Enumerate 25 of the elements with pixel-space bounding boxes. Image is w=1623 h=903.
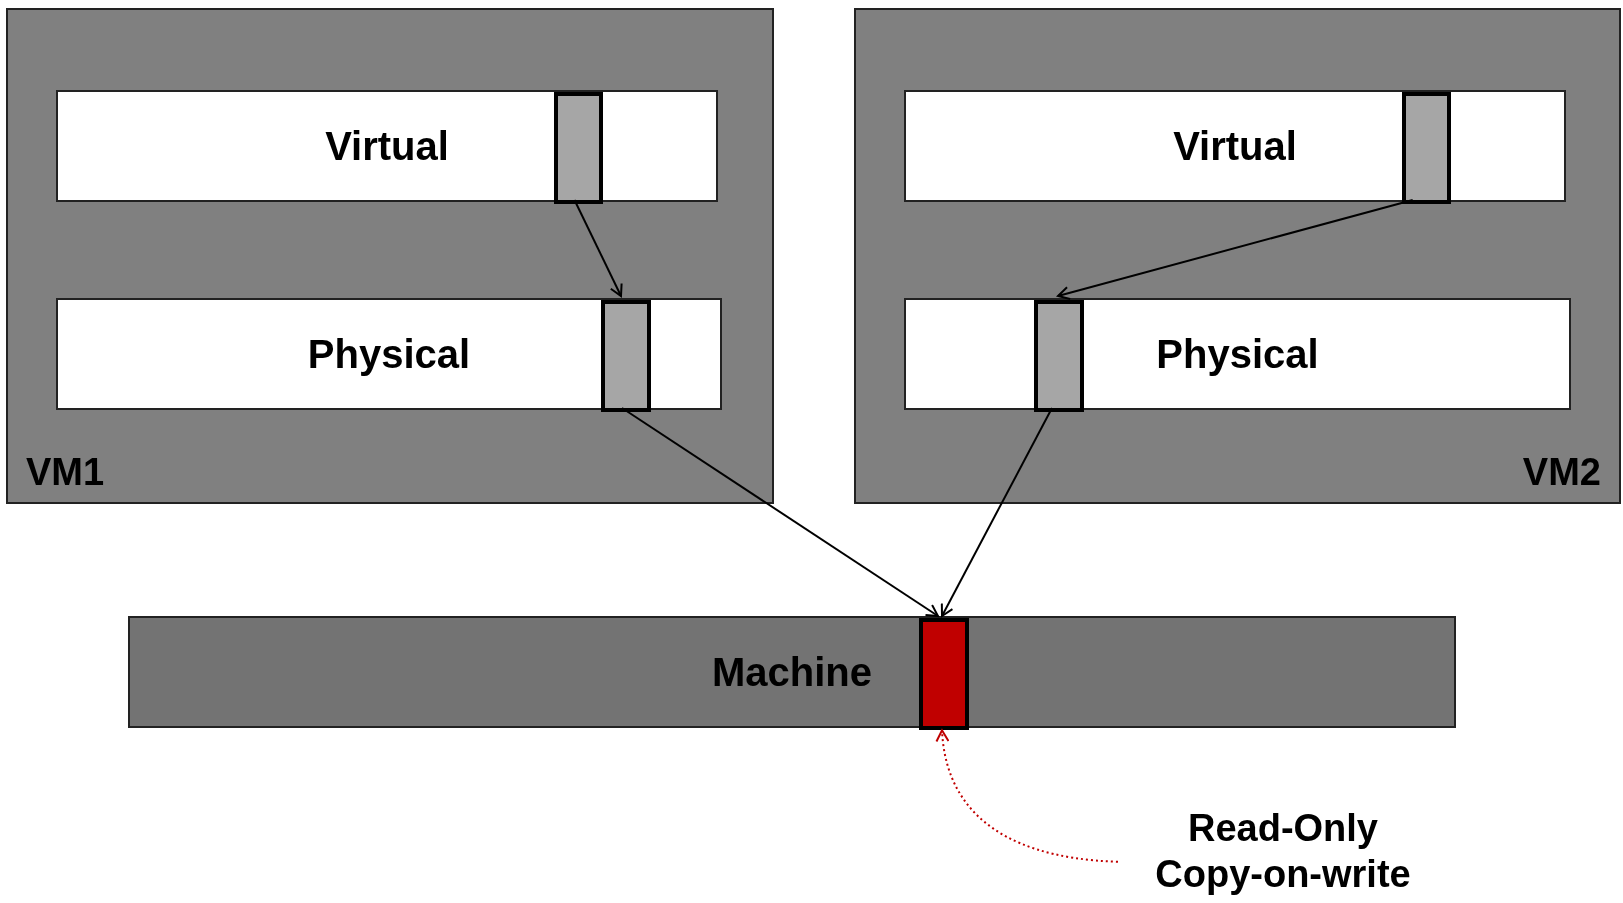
arrow [936,729,1119,863]
bar-label: Virtual [1173,123,1297,169]
page-block [1034,300,1084,412]
vm-label: VM2 [1522,451,1601,494]
bar-label: Physical [1156,331,1319,377]
bar-label: Physical [307,331,471,377]
memory-bar [904,298,1571,410]
bar-label: Virtual [325,123,449,169]
arrow [573,199,623,297]
vm-panel [6,8,774,504]
note-text: Read-Only Copy-on-write [1154,806,1412,897]
page-block [554,92,603,204]
vm-label: VM1 [26,451,105,494]
memory-bar [56,298,722,410]
arrow [940,407,1053,617]
bar-label: Machine [711,649,872,695]
arrow [621,407,939,617]
memory-bar [904,90,1566,202]
memory-bar [128,616,1456,728]
arrow [1057,199,1414,300]
page-block [601,300,651,412]
page-block [919,618,969,730]
memory-bar [56,90,718,202]
page-block [1402,92,1451,204]
vm-panel [854,8,1621,504]
